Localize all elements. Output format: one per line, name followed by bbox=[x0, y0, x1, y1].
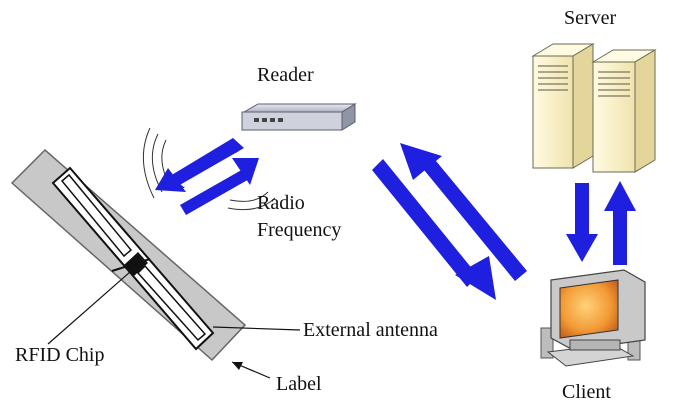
chip-pointer-line bbox=[47, 271, 131, 345]
antenna-slot-lower bbox=[136, 264, 207, 342]
speaker-left bbox=[540, 327, 554, 359]
arrow-server-to-client-body bbox=[575, 183, 589, 235]
arrow-client-to-reader-body bbox=[420, 155, 527, 281]
reader-side bbox=[341, 103, 356, 131]
rf-arrow-to-reader-head bbox=[232, 158, 259, 185]
external-antenna-label: External antenna bbox=[303, 319, 438, 341]
antenna-slot-upper bbox=[60, 173, 133, 258]
server-tower-left-side bbox=[572, 43, 594, 169]
rfid-label bbox=[10, 148, 247, 362]
monitor-screen bbox=[559, 279, 619, 339]
arrow-reader-to-client-head bbox=[455, 256, 496, 300]
rfid-chip-label: RFID Chip bbox=[15, 344, 105, 366]
reader-label: Reader bbox=[257, 64, 314, 86]
reader-led bbox=[278, 118, 283, 122]
arrow-client-to-server-head bbox=[604, 181, 636, 211]
server-label: Server bbox=[564, 7, 617, 29]
chip-lead bbox=[111, 258, 151, 272]
server-tower-right-side bbox=[634, 49, 656, 173]
server-tower-left-vents bbox=[538, 65, 568, 91]
server-tower-left-front bbox=[532, 55, 574, 169]
rf-arrow-to-label-head bbox=[155, 168, 186, 192]
client-label: Client bbox=[562, 381, 611, 403]
rf-arrow-to-reader-body bbox=[180, 168, 251, 215]
client-computer bbox=[540, 269, 646, 367]
server-towers bbox=[531, 43, 657, 173]
antenna-pointer-line bbox=[212, 326, 301, 331]
computer-base bbox=[569, 339, 621, 351]
server-tower-right-front bbox=[592, 61, 636, 173]
radio-frequency-label-line1: Radio bbox=[257, 192, 305, 214]
reader-led bbox=[262, 118, 267, 122]
reader-top bbox=[242, 103, 357, 113]
arrow-server-to-client-head bbox=[566, 234, 598, 262]
arrows bbox=[155, 138, 636, 300]
label-text: Label bbox=[276, 373, 322, 395]
arrow-client-to-reader-head bbox=[400, 143, 442, 180]
arrow-client-to-server-body bbox=[613, 210, 627, 265]
reader-device bbox=[241, 103, 357, 131]
radio-frequency-label-line2: Frequency bbox=[257, 219, 342, 241]
server-tower-right-vents bbox=[598, 71, 630, 97]
label-pointer-arrowhead bbox=[232, 362, 243, 370]
reader-led bbox=[270, 118, 275, 122]
arrow-reader-to-client-body bbox=[372, 159, 478, 287]
reader-led bbox=[254, 118, 259, 122]
rf-arrow-to-label-body bbox=[170, 138, 244, 186]
